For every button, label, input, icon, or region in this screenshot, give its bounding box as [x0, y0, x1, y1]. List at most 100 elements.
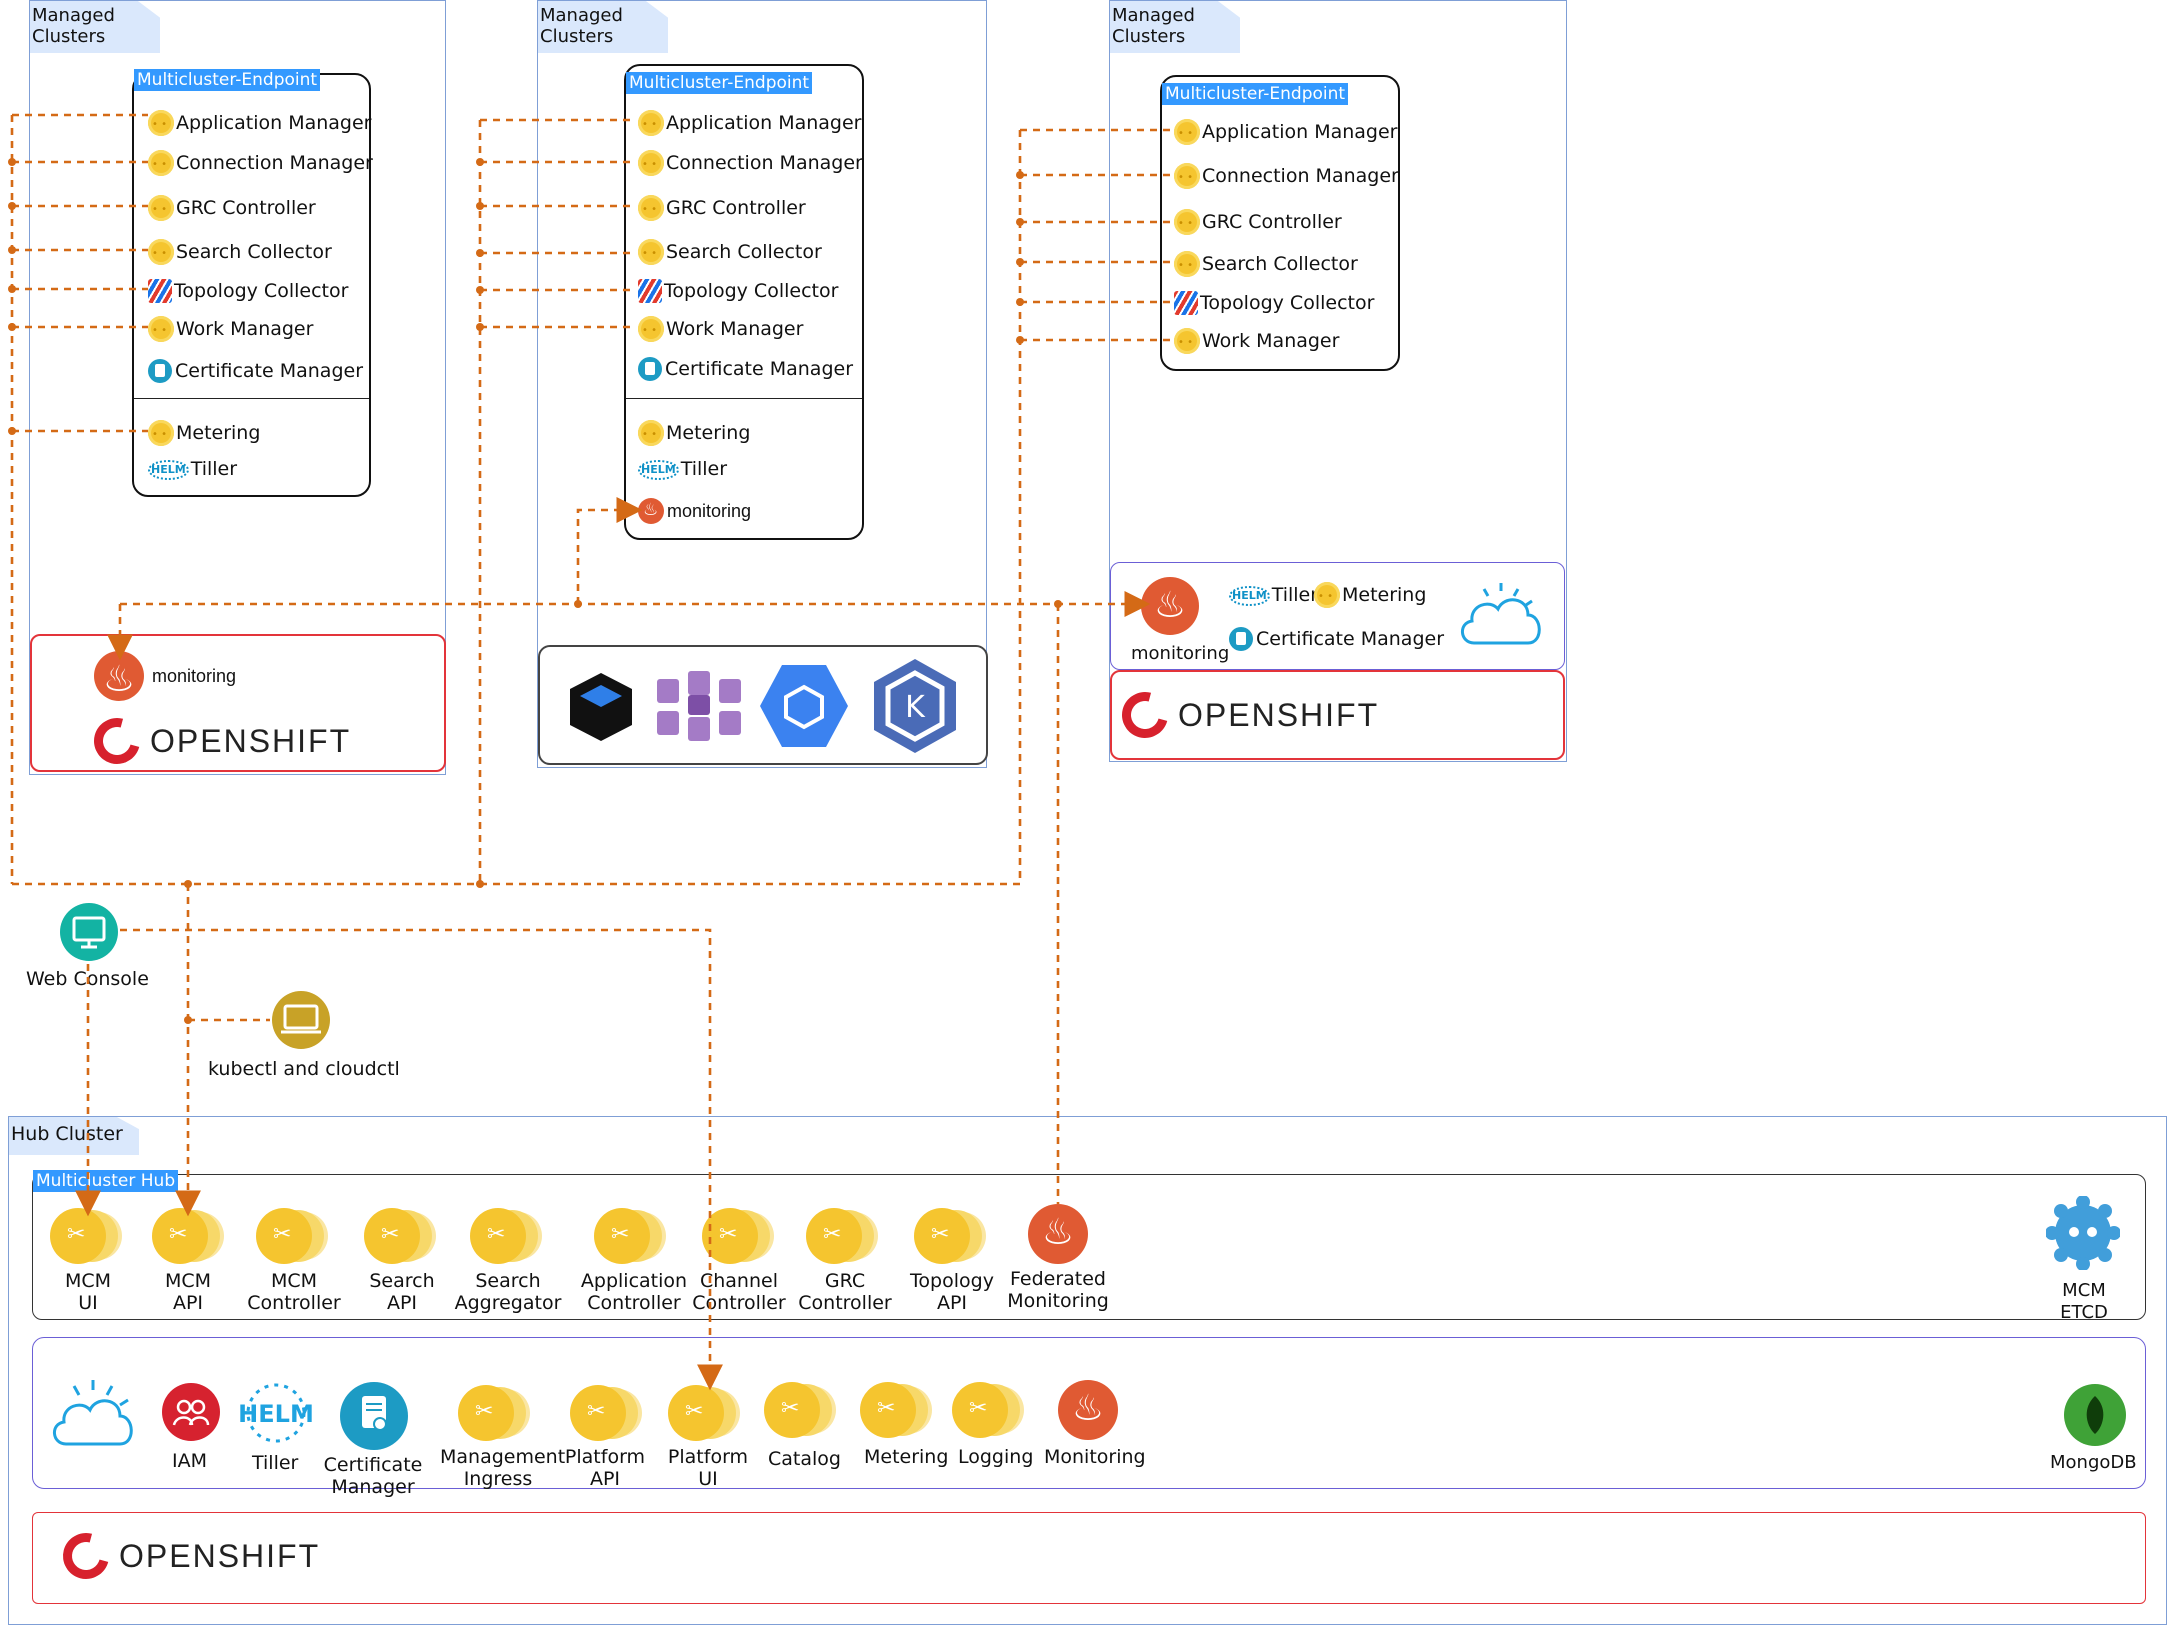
metering-icon: [638, 419, 664, 449]
tiller-label: Tiller: [252, 1452, 299, 1474]
svg-text:K: K: [905, 690, 926, 725]
topology-api-icon: [914, 1208, 970, 1264]
connection-manager: Connection Manager: [638, 149, 863, 179]
application-manager-icon: [148, 109, 174, 139]
work-manager: Work Manager: [148, 315, 313, 345]
certificate-manager-icon: [638, 356, 662, 381]
application-manager: Application Manager: [638, 109, 861, 139]
catalog-label: Catalog: [768, 1448, 841, 1470]
multicluster-hub-title: Multicluster Hub: [33, 1170, 179, 1192]
grc-controller-icon: [638, 194, 664, 224]
certificate-manager: Certificate Manager: [1229, 625, 1444, 653]
cli-label: kubectl and cloudctl: [208, 1058, 400, 1080]
endpoint-title: Multicluster-Endpoint: [134, 69, 321, 91]
grc-controller-icon: [1174, 208, 1200, 238]
prometheus-icon: [94, 651, 144, 701]
openshift-logo: OPENSHIFT: [1113, 683, 1379, 747]
openshift-platform-3: OPENSHIFT: [1110, 670, 1565, 760]
connection-manager-icon: [1174, 162, 1200, 192]
cloud-platforms-box: K: [538, 645, 988, 765]
cli-icon[interactable]: [272, 991, 330, 1049]
work-manager-icon: [638, 315, 664, 345]
multicluster-endpoint-2: Multicluster-Endpoint Application Manage…: [624, 64, 864, 540]
openshift-platform-hub: OPENSHIFT: [32, 1512, 2146, 1604]
helm-icon: HELM: [1229, 585, 1270, 606]
metering: Metering: [638, 419, 750, 449]
certificate-manager-icon: [1229, 626, 1253, 651]
work-manager-icon: [1174, 327, 1200, 357]
search-collector-icon: [638, 238, 664, 268]
managed-cluster-3-tab: Managed Clusters: [1110, 1, 1240, 53]
search-collector: Search Collector: [148, 238, 332, 268]
mcm-ui-icon: [50, 1208, 106, 1264]
etcd-icon: [2045, 1195, 2121, 1271]
search-collector: Search Collector: [1174, 250, 1358, 280]
endpoint-title: Multicluster-Endpoint: [1162, 83, 1349, 105]
mongodb-label: MongoDB: [2050, 1452, 2137, 1473]
openshift-ring-icon: [1113, 683, 1177, 747]
metering-label: Metering: [864, 1446, 949, 1468]
search-collector-icon: [148, 238, 174, 268]
metering: Metering: [1314, 581, 1426, 611]
channel-controller-icon: [702, 1208, 758, 1264]
endpoint-divider: [626, 398, 862, 399]
grc-controller: GRC Controller: [1174, 208, 1342, 238]
managed-cluster-2: Managed Clusters: [537, 0, 987, 768]
topology-collector-icon: [1174, 290, 1198, 315]
application-manager-icon: [1174, 118, 1200, 148]
mcm-controller-icon: [256, 1208, 312, 1264]
monitoring-label: Monitoring: [1044, 1446, 1146, 1468]
multicluster-endpoint-3: Multicluster-Endpoint Application Manage…: [1160, 75, 1400, 371]
iam-label: IAM: [172, 1450, 207, 1472]
topology-collector: Topology Collector: [1174, 289, 1374, 317]
openshift-logo: OPENSHIFT: [85, 709, 351, 773]
topology-collector-icon: [638, 278, 662, 303]
search-collector: Search Collector: [638, 238, 822, 268]
certificate-manager-icon: [340, 1382, 408, 1450]
google-gke-icon: [758, 661, 850, 751]
platform-ui-icon: [668, 1385, 724, 1441]
federated-monitoring-icon: [1028, 1204, 1088, 1264]
platform-api-icon: [570, 1385, 626, 1441]
web-console-label: Web Console: [26, 968, 149, 990]
application-controller-icon: [594, 1208, 650, 1264]
certificate-manager: Certificate Manager: [148, 357, 363, 385]
monitoring: monitoring: [638, 497, 751, 525]
metering-icon: [148, 419, 174, 449]
grc-controller-icon: [148, 194, 174, 224]
ibm-cloud-icon: [1456, 581, 1546, 651]
web-console-icon[interactable]: [60, 903, 118, 961]
certificate-manager: Certificate Manager: [638, 355, 853, 383]
work-manager-icon: [148, 315, 174, 345]
managed-cluster-1: Managed Clusters: [29, 0, 446, 775]
application-manager: Application Manager: [1174, 118, 1397, 148]
ibm-cloud-icon: [48, 1378, 138, 1452]
prometheus-icon: [1141, 577, 1199, 635]
mongodb-icon: [2064, 1384, 2126, 1446]
connection-manager-icon: [148, 149, 174, 179]
metering: Metering: [148, 419, 260, 449]
helm-icon: HELM: [148, 459, 189, 480]
grc-controller-icon: [806, 1208, 862, 1264]
metering-icon: [860, 1382, 916, 1438]
endpoint-title: Multicluster-Endpoint: [626, 72, 813, 94]
platform-services: [32, 1337, 2146, 1489]
openshift-ring-icon: [85, 709, 149, 773]
kubernetes-icon: K: [872, 657, 958, 755]
grc-controller: GRC Controller: [148, 194, 316, 224]
work-manager: Work Manager: [638, 315, 803, 345]
